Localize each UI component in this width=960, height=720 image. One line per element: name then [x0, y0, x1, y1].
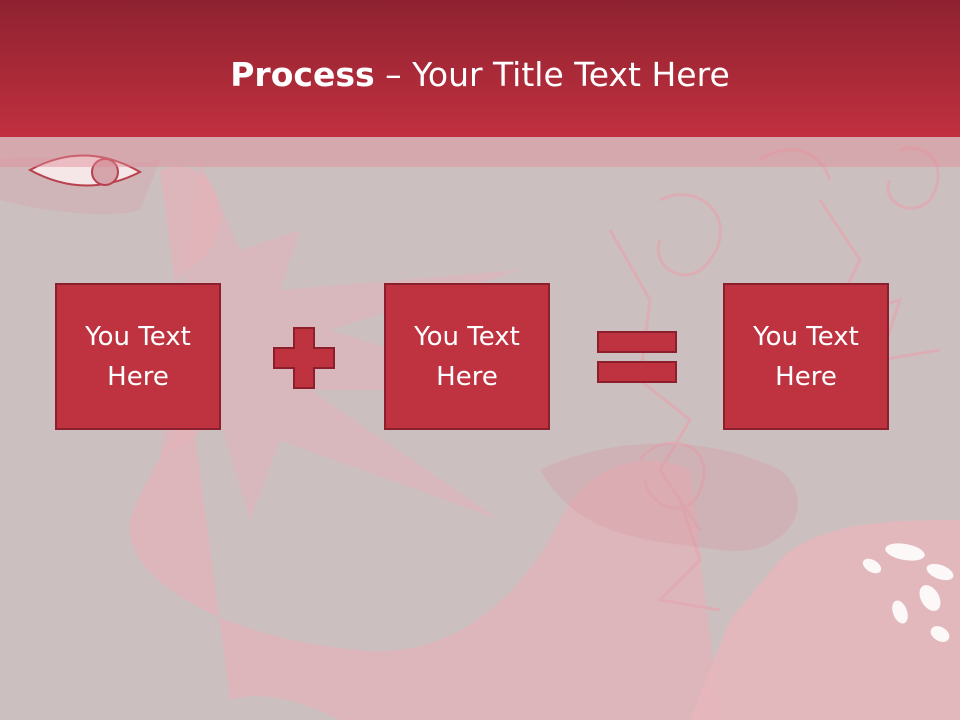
dark-blot — [540, 443, 798, 552]
face-shape — [129, 166, 721, 720]
title-bar — [0, 0, 960, 137]
slide-title: Process – Your Title Text Here — [0, 52, 960, 98]
equals-icon — [597, 331, 677, 383]
eye-pupil — [91, 158, 119, 186]
process-box-1[interactable]: You Text Here — [55, 283, 221, 430]
process-box-2-text: You Text Here — [414, 321, 520, 392]
plus-icon — [273, 327, 335, 389]
title-band — [0, 137, 960, 167]
process-box-2[interactable]: You Text Here — [384, 283, 550, 430]
title-bold: Process — [230, 55, 375, 94]
process-box-3[interactable]: You Text Here — [723, 283, 889, 430]
process-box-3-text: You Text Here — [753, 321, 859, 392]
bottom-right-shape — [690, 520, 960, 720]
title-rest: – Your Title Text Here — [385, 55, 730, 94]
droplets — [862, 543, 954, 642]
ray-shape — [160, 160, 520, 520]
process-box-1-text: You Text Here — [85, 321, 191, 392]
